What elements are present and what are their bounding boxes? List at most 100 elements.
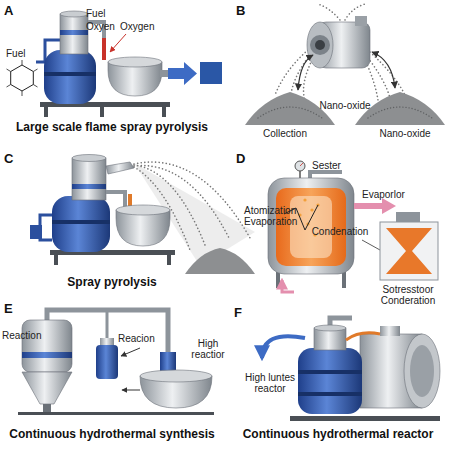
panel-caption: Spray pyrolysis: [12, 276, 212, 289]
part-label: Nano-oxide: [310, 100, 380, 111]
nozzle: [106, 162, 134, 174]
orange-pipe: [346, 333, 380, 340]
part-label: Fuel: [86, 8, 116, 19]
column: [72, 158, 106, 200]
cylinder-face: [404, 334, 440, 408]
part-label: Nano-oxide: [370, 128, 440, 139]
control-box: [30, 225, 42, 239]
panel-letter: A: [4, 4, 20, 19]
leader-line: [362, 240, 380, 250]
motor: [160, 352, 176, 372]
part-label: Condenation: [305, 226, 375, 237]
outlet-pipe: [160, 70, 168, 77]
panel-c-art: [30, 155, 255, 275]
blue-vessel: [298, 348, 362, 414]
powder-spray: [275, 4, 405, 100]
gauge: [295, 161, 305, 171]
panel-letter: E: [4, 302, 20, 317]
pot: [116, 210, 170, 246]
hopper: [22, 320, 72, 372]
stand-leg: [162, 107, 166, 117]
panel-letter: F: [234, 306, 250, 321]
vessel-cap: [100, 338, 114, 346]
output-arrow: [168, 62, 197, 85]
powder-pile: [185, 248, 255, 274]
vessel-band: [44, 72, 96, 76]
stand-leg: [100, 107, 104, 117]
panel-letter: D: [236, 152, 252, 167]
pot-lid: [108, 57, 162, 67]
panel-letter: C: [4, 152, 20, 167]
stand: [18, 412, 214, 415]
gauge-needle: [300, 163, 303, 166]
stand: [290, 416, 440, 421]
leg: [276, 272, 280, 288]
panel-caption: Continuous hydrothermal synthesis: [1, 428, 223, 441]
leg: [342, 272, 346, 288]
part-label: High luntes reactor: [240, 372, 300, 394]
bowl-lid: [140, 370, 212, 382]
panel-letter: B: [236, 4, 252, 19]
blue-vessel: [52, 196, 110, 252]
arrow: [122, 390, 140, 391]
panel-a-art: [7, 11, 223, 117]
column-cap: [72, 155, 106, 162]
panel-caption: Large scale flame spray pyrolysis: [2, 121, 222, 134]
blue-arrow: [262, 336, 305, 358]
part-label: Oxygen: [120, 21, 160, 32]
part-label: High reactior: [186, 338, 230, 360]
hopper-cone: [22, 372, 72, 404]
device-slot: [355, 16, 367, 26]
part-label: Oxyen: [86, 21, 120, 32]
neck-cap: [314, 325, 346, 331]
droplet: [303, 198, 306, 201]
hourglass: [386, 228, 432, 274]
device-face: [307, 22, 333, 68]
panel-e-art: [18, 310, 214, 415]
blue-vessel: [44, 50, 96, 104]
double-arrow: [298, 55, 313, 90]
arrow: [121, 348, 140, 356]
pipe: [310, 172, 342, 178]
hopper-band: [22, 352, 72, 358]
part-label: Reacion: [118, 333, 162, 344]
panel-caption: Continuous hydrothermal reactor: [228, 428, 448, 441]
cylinder-inner: [410, 345, 434, 397]
part-label: Atomization Evaporation: [244, 205, 306, 227]
pink-arrow: [354, 198, 396, 214]
stand-leg: [44, 107, 48, 117]
blue-vessel: [96, 345, 118, 379]
panel-b-art: [245, 4, 445, 125]
column-ring: [60, 30, 88, 35]
condenser: [380, 222, 438, 280]
stand-leg: [54, 255, 58, 265]
product-square: [200, 62, 222, 84]
condenser-top: [396, 212, 420, 222]
hopper-outlet: [43, 404, 51, 412]
column: [60, 14, 88, 54]
part-label: Sester: [312, 160, 352, 171]
part-label: Evaporlor: [362, 189, 412, 200]
column-ring: [72, 184, 106, 189]
part-label: Collection: [250, 128, 320, 139]
molecule-bonds: [7, 60, 38, 96]
cylinder-box: [380, 326, 400, 336]
double-arrow: [372, 52, 395, 88]
device-ring: [310, 35, 330, 55]
vessel-band: [298, 392, 362, 396]
part-label: Sotresstoor Conderation: [378, 284, 438, 306]
vessel-band: [52, 220, 110, 224]
part-label: Reaction: [2, 330, 46, 341]
oxygen-pipe: [102, 38, 106, 60]
device-hole: [315, 40, 325, 50]
droplet: [310, 208, 313, 211]
inlet-arrow: [282, 280, 294, 292]
pipe: [106, 310, 109, 338]
pot-lid: [116, 205, 170, 215]
column-cap: [60, 11, 88, 17]
part-label: Fuel: [6, 48, 36, 59]
leader-arrow: [110, 34, 126, 52]
vessel-band: [298, 370, 362, 374]
